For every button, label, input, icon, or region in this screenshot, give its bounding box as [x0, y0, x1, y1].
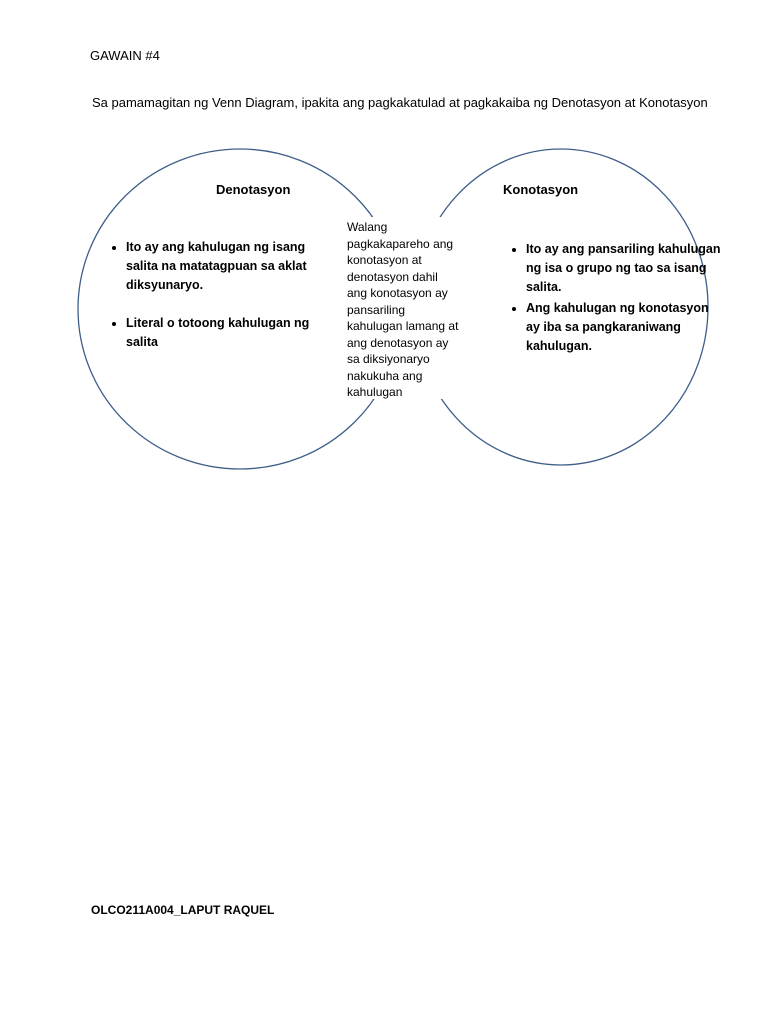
overlap-text: Walang pagkakapareho ang konotasyon at d… — [347, 220, 459, 399]
konotasyon-title: Konotasyon — [503, 182, 579, 197]
denotasyon-title: Denotasyon — [216, 182, 291, 197]
list-item: Literal o totoong kahulugan ng salita — [126, 314, 331, 352]
denotasyon-list: Ito ay ang kahulugan ng isang salita na … — [100, 238, 331, 352]
list-item: Ang kahulugan ng konotasyon ay iba sa pa… — [526, 299, 726, 356]
konotasyon-list: Ito ay ang pansariling kahulugan ng isa … — [500, 240, 726, 356]
list-item: Ito ay ang pansariling kahulugan ng isa … — [526, 240, 726, 297]
instruction-text: Sa pamamagitan ng Venn Diagram, ipakita … — [92, 95, 708, 110]
list-item: Ito ay ang kahulugan ng isang salita na … — [126, 238, 331, 295]
footer-student-id: OLCO211A004_LAPUT RAQUEL — [91, 903, 275, 917]
overlap-text-box: Walang pagkakapareho ang konotasyon at d… — [344, 217, 464, 399]
activity-label: GAWAIN #4 — [90, 48, 160, 63]
